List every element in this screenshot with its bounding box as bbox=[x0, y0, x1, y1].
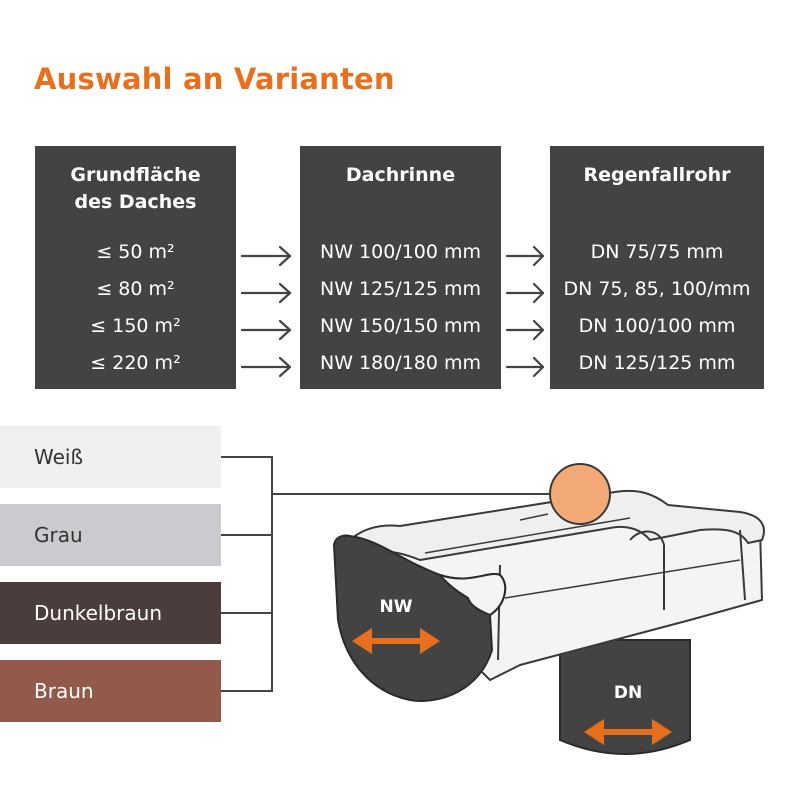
connector-line bbox=[271, 456, 273, 692]
gutter-box: Dachrinne NW 100/100 mm NW 125/125 mm NW… bbox=[300, 146, 501, 389]
connector-line bbox=[221, 534, 272, 536]
arrow-right-icon bbox=[505, 245, 545, 267]
arrows-col1-col2 bbox=[240, 245, 292, 378]
color-swatch-brown: Braun bbox=[0, 660, 221, 722]
gutter-header: Dachrinne bbox=[345, 164, 456, 186]
dn-label: DN bbox=[614, 683, 642, 703]
downpipe-value: DN 75/75 mm bbox=[590, 241, 724, 263]
gutter-value: NW 150/150 mm bbox=[319, 315, 482, 337]
roof-area-value: ≤ 80 m² bbox=[96, 278, 175, 300]
roof-area-box: Grundfläche des Daches ≤ 50 m² ≤ 80 m² ≤… bbox=[35, 146, 236, 389]
connector-line bbox=[271, 493, 556, 495]
connector-line bbox=[221, 612, 272, 614]
double-arrow-icon bbox=[584, 719, 672, 745]
gutter-line bbox=[424, 517, 631, 554]
roof-area-header: Grundfläche des Daches bbox=[70, 164, 201, 213]
connector-line bbox=[221, 690, 272, 692]
highlight-circle bbox=[549, 463, 611, 525]
double-arrow-icon bbox=[352, 628, 440, 654]
color-swatch-white: Weiß bbox=[0, 426, 221, 488]
arrow-right-icon bbox=[240, 282, 292, 304]
gutter-rim bbox=[344, 489, 765, 561]
arrow-right-icon bbox=[505, 319, 545, 341]
gutter-value: NW 100/100 mm bbox=[319, 241, 482, 263]
arrows-col2-col3 bbox=[505, 245, 545, 378]
color-swatch-dark-brown: Dunkelbraun bbox=[0, 582, 221, 644]
nw-label: NW bbox=[380, 597, 413, 617]
downpipe-value: DN 100/100 mm bbox=[578, 315, 736, 337]
page-title: Auswahl an Varianten bbox=[34, 62, 395, 96]
roof-area-value: ≤ 50 m² bbox=[96, 241, 175, 263]
gutter-line bbox=[519, 513, 549, 521]
downpipe-value: DN 125/125 mm bbox=[578, 352, 736, 374]
roof-area-value: ≤ 150 m² bbox=[90, 315, 181, 337]
arrow-right-icon bbox=[240, 245, 292, 267]
color-swatch-grey: Grau bbox=[0, 504, 221, 566]
arrow-right-icon bbox=[240, 356, 292, 378]
gutter-joint bbox=[739, 529, 746, 601]
gutter-line bbox=[504, 559, 741, 599]
downpipe-box: Regenfallrohr DN 75/75 mm DN 75, 85, 100… bbox=[550, 146, 764, 389]
gutter-value: NW 125/125 mm bbox=[319, 278, 482, 300]
arrow-right-icon bbox=[505, 282, 545, 304]
gutter-joint bbox=[629, 530, 665, 610]
connector-line bbox=[221, 456, 272, 458]
roof-area-value: ≤ 220 m² bbox=[90, 352, 181, 374]
downpipe-value: DN 75, 85, 100/mm bbox=[563, 278, 751, 300]
gutter-value: NW 180/180 mm bbox=[319, 352, 482, 374]
arrow-right-icon bbox=[505, 356, 545, 378]
arrow-right-icon bbox=[240, 319, 292, 341]
downpipe-header: Regenfallrohr bbox=[583, 164, 731, 186]
gutter-lip bbox=[437, 572, 507, 617]
